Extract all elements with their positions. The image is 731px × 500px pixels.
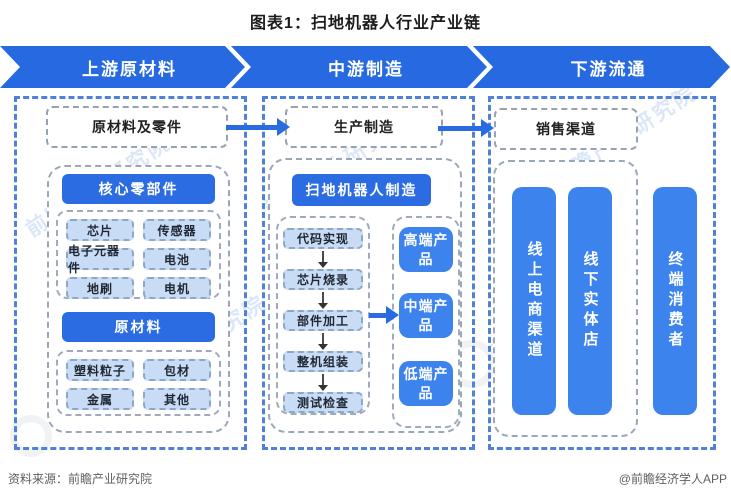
arrow-down-icon <box>318 374 328 391</box>
raw-materials-parts-label: 原材料及零件 <box>92 119 182 135</box>
item-chip: 芯片 <box>66 219 134 241</box>
sales-channel-box: 销售渠道 <box>494 108 638 150</box>
product-low-end: 低端产品 <box>399 361 453 406</box>
arrow-down-icon <box>318 251 328 268</box>
step-parts-processing: 部件加工 <box>283 310 363 331</box>
core-components-header: 核心零部件 <box>62 174 215 204</box>
raw-materials-parts-box: 原材料及零件 <box>46 106 228 148</box>
item-others: 其他 <box>143 388 211 410</box>
item-plastic-particles: 塑料粒子 <box>66 359 134 381</box>
item-sensor: 传感器 <box>143 219 211 241</box>
arrow-upstream-to-midstream-icon <box>226 118 290 136</box>
product-mid-end: 中端产品 <box>399 293 453 338</box>
production-label: 生产制造 <box>334 119 394 135</box>
arrow-down-icon <box>318 292 328 309</box>
midstream-column <box>262 96 475 450</box>
item-metal: 金属 <box>66 388 134 410</box>
step-assembly: 整机组装 <box>283 351 363 372</box>
step-test-inspection: 测试检查 <box>283 392 363 413</box>
banner-upstream: 上游原材料 <box>0 46 245 88</box>
downstream-column <box>488 96 716 450</box>
bar-offline-store-label: 线下实体店 <box>581 251 599 351</box>
raw-materials-header: 原材料 <box>62 312 215 342</box>
credit-badge: @前瞻经济学人APP <box>618 472 727 486</box>
bar-end-consumer: 终端消费者 <box>653 187 697 415</box>
robot-manufacturing-header: 扫地机器人制造 <box>292 174 431 206</box>
page-title: 图表1：扫地机器人行业产业链 <box>250 15 481 32</box>
item-motor: 电机 <box>143 277 211 299</box>
item-packaging: 包材 <box>143 359 211 381</box>
banner-downstream-label: 下游流通 <box>570 59 647 79</box>
product-high-end: 高端产品 <box>399 227 453 272</box>
step-code-implementation: 代码实现 <box>283 228 363 249</box>
bar-offline-store: 线下实体店 <box>568 187 612 415</box>
item-floor-brush: 地刷 <box>66 277 134 299</box>
raw-materials-label: 原材料 <box>114 319 163 335</box>
banner-midstream-label: 中游制造 <box>328 59 404 79</box>
bar-online-ecommerce-label: 线上电商渠道 <box>525 241 543 361</box>
arrow-processing-to-products-icon <box>369 306 399 324</box>
step-chip-burning: 芯片烧录 <box>283 269 363 290</box>
item-battery: 电池 <box>143 248 211 270</box>
banner-midstream: 中游制造 <box>231 46 487 88</box>
raw-materials-group: 塑料粒子 包材 金属 其他 <box>56 350 221 416</box>
robot-manufacturing-label: 扫地机器人制造 <box>305 182 418 198</box>
arrow-midstream-to-downstream-icon <box>438 119 494 137</box>
source-note: 资料来源：前瞻产业研究院 <box>8 472 153 486</box>
bar-end-consumer-label: 终端消费者 <box>666 251 684 351</box>
core-components-label: 核心零部件 <box>98 181 179 197</box>
banner-upstream-label: 上游原材料 <box>82 59 177 79</box>
banner-downstream: 下游流通 <box>473 46 730 88</box>
upstream-column <box>14 96 247 450</box>
bar-online-ecommerce: 线上电商渠道 <box>512 187 556 415</box>
production-box: 生产制造 <box>285 106 443 148</box>
sales-channel-label: 销售渠道 <box>536 121 596 137</box>
arrow-down-icon <box>318 333 328 350</box>
core-components-group: 芯片 传感器 电子元器件 电池 地刷 电机 <box>56 210 221 299</box>
item-electronic-components: 电子元器件 <box>66 244 134 275</box>
